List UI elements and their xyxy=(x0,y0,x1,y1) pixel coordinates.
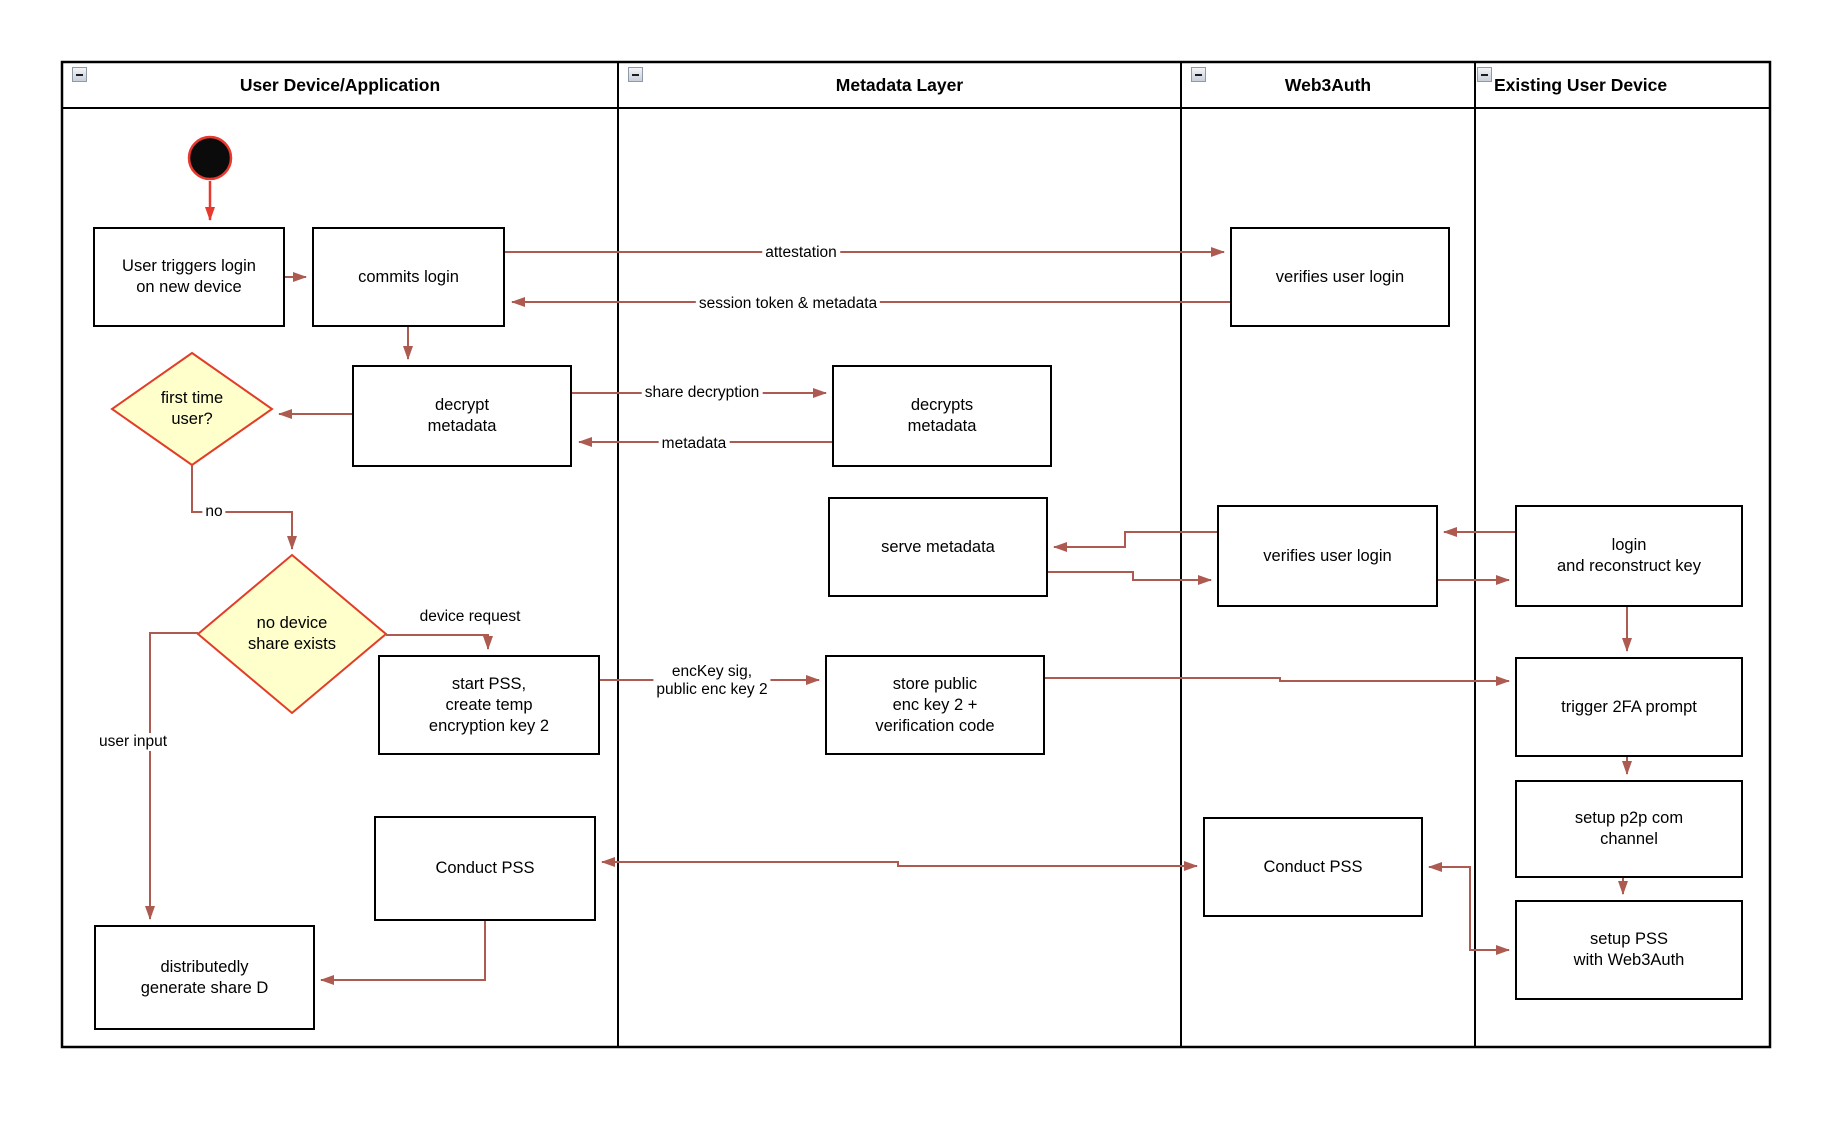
edge-serve-to-verifies2 xyxy=(1048,571,1212,585)
node-conduct-pss-app[interactable]: Conduct PSS xyxy=(374,816,596,921)
node-decrypts-metadata[interactable]: decrypts metadata xyxy=(832,365,1052,467)
diamond-label-first-time-user: first time user? xyxy=(160,389,224,428)
node-distributedly-generate-share[interactable]: distributedly generate share D xyxy=(94,925,315,1030)
node-conduct-pss-web3auth[interactable]: Conduct PSS xyxy=(1203,817,1423,917)
node-user-triggers-login[interactable]: User triggers login on new device xyxy=(93,227,285,327)
collapse-minus-icon[interactable] xyxy=(1191,67,1206,82)
node-login-reconstruct-key[interactable]: login and reconstruct key xyxy=(1515,505,1743,607)
node-verifies-user-login-1[interactable]: verifies user login xyxy=(1230,227,1450,327)
diamond-label-no-device-share: no device share exists xyxy=(247,614,337,653)
edge-label-no: no xyxy=(202,503,226,521)
collapse-minus-icon[interactable] xyxy=(1477,67,1492,82)
node-serve-metadata[interactable]: serve metadata xyxy=(828,497,1048,597)
node-start-pss[interactable]: start PSS, create temp encryption key 2 xyxy=(378,655,600,755)
edge-device-request xyxy=(386,634,493,650)
edge-label-attestation: attestation xyxy=(762,244,840,262)
diamond-no-device-share[interactable] xyxy=(196,553,388,715)
lane-header-user-device: User Device/Application xyxy=(62,62,618,108)
edge-conduct-pss-link xyxy=(601,857,1198,871)
lane-title-user-device: User Device/Application xyxy=(239,74,441,95)
edge-label-enckey: encKey sig, public enc key 2 xyxy=(653,663,771,699)
lane-title-web3auth: Web3Auth xyxy=(1284,74,1372,95)
node-verifies-user-login-2[interactable]: verifies user login xyxy=(1217,505,1438,607)
edge-verifies2-to-serve xyxy=(1053,531,1217,552)
node-store-public-enc-key[interactable]: store public enc key 2 + verification co… xyxy=(825,655,1045,755)
edge-setup-pss-conduct-link xyxy=(1428,862,1510,955)
node-trigger-2fa-prompt[interactable]: trigger 2FA prompt xyxy=(1515,657,1743,757)
edge-label-session-token: session token & metadata xyxy=(695,295,881,313)
node-commits-login[interactable]: commits login xyxy=(312,227,505,327)
pool-frame xyxy=(60,60,1772,1049)
edge-store-to-trigger-2fa xyxy=(1045,676,1510,686)
collapse-minus-icon[interactable] xyxy=(628,67,643,82)
node-decrypt-metadata[interactable]: decrypt metadata xyxy=(352,365,572,467)
node-setup-p2p-channel[interactable]: setup p2p com channel xyxy=(1515,780,1743,878)
lane-header-web3auth: Web3Auth xyxy=(1181,62,1475,108)
edge-conduct-to-distributedly xyxy=(320,921,486,985)
edge-label-device-request: device request xyxy=(416,608,524,626)
lane-title-metadata-layer: Metadata Layer xyxy=(835,74,964,95)
start-node[interactable] xyxy=(187,135,233,181)
lane-title-existing-device: Existing User Device xyxy=(1494,74,1668,95)
edge-label-metadata: metadata xyxy=(658,435,730,453)
edge-no-branch xyxy=(191,465,297,550)
edge-label-user-input: user input xyxy=(95,733,171,751)
edge-label-share-decryption: share decryption xyxy=(641,384,763,402)
edge-user-input xyxy=(145,632,198,920)
lane-header-metadata-layer: Metadata Layer xyxy=(618,62,1181,108)
lane-header-existing-device: Existing User Device xyxy=(1494,62,1770,108)
collapse-minus-icon[interactable] xyxy=(72,67,87,82)
node-setup-pss-web3auth[interactable]: setup PSS with Web3Auth xyxy=(1515,900,1743,1000)
